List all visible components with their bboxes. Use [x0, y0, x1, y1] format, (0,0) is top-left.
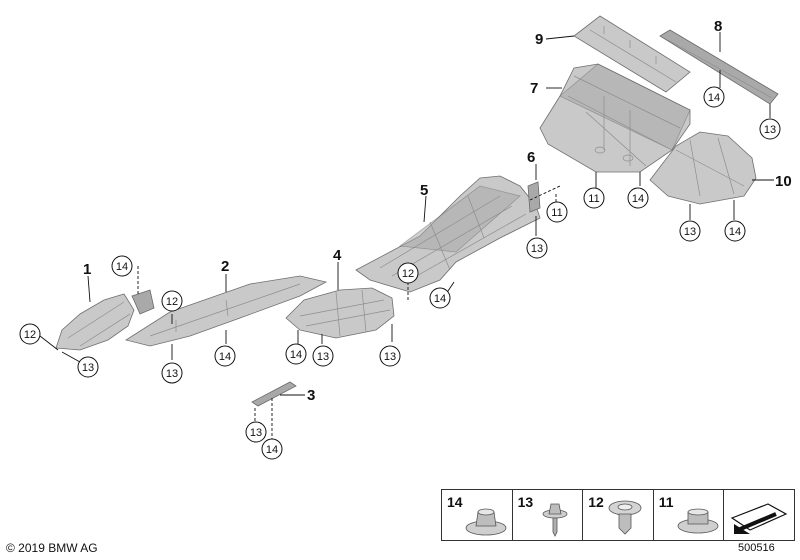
callout-14: 14 [261, 438, 283, 460]
callout-13: 13 [161, 362, 183, 384]
svg-text:14: 14 [266, 444, 278, 456]
svg-text:14: 14 [729, 226, 741, 238]
callout-14: 14 [724, 220, 746, 242]
flange-nut-icon [465, 508, 507, 536]
heat-shield-part-4 [285, 287, 395, 339]
callout-14: 14 [111, 255, 133, 277]
callout-11: 11 [583, 187, 605, 209]
svg-text:13: 13 [166, 368, 178, 380]
svg-text:13: 13 [684, 226, 696, 238]
heat-shield-part-1 [55, 289, 155, 351]
heat-shield-part-5 [355, 175, 541, 293]
heat-shield-part-10 [649, 131, 757, 205]
hex-nut-icon [677, 508, 719, 534]
callout-13: 13 [379, 345, 401, 367]
fastener-legend: 14 13 12 11 [441, 489, 795, 541]
heat-shield-part-3 [251, 381, 297, 407]
legend-number-12: 12 [588, 494, 604, 510]
legend-number-14: 14 [447, 494, 463, 510]
heat-shield-part-6 [527, 181, 541, 213]
svg-text:11: 11 [588, 193, 599, 205]
svg-text:14: 14 [290, 349, 302, 361]
part-label-5: 5 [420, 182, 428, 199]
callout-12: 12 [19, 323, 41, 345]
svg-text:13: 13 [82, 362, 94, 374]
svg-text:13: 13 [384, 351, 396, 363]
heat-shield-part-9 [573, 15, 691, 93]
copyright-text: © 2019 BMW AG [6, 541, 98, 555]
svg-text:14: 14 [708, 92, 720, 104]
callout-14: 14 [214, 345, 236, 367]
svg-text:14: 14 [434, 293, 446, 305]
svg-text:14: 14 [219, 351, 231, 363]
clip-rivet-icon [608, 500, 642, 535]
callout-13: 13 [526, 237, 548, 259]
svg-text:13: 13 [250, 427, 262, 439]
svg-text:12: 12 [402, 268, 414, 280]
part-label-3: 3 [307, 387, 315, 404]
callout-14: 14 [285, 343, 307, 365]
callout-12: 12 [161, 290, 183, 312]
svg-text:13: 13 [531, 243, 543, 255]
heat-shield-part-7 [539, 63, 691, 173]
callout-13: 13 [759, 118, 781, 140]
svg-text:14: 14 [632, 193, 644, 205]
callout-14: 14 [429, 287, 451, 309]
part-label-1: 1 [83, 261, 91, 278]
svg-text:14: 14 [116, 261, 128, 273]
svg-text:11: 11 [551, 207, 562, 219]
heat-shield-part-2 [124, 275, 328, 347]
legend-number-11: 11 [658, 494, 674, 510]
part-label-7: 7 [530, 80, 538, 97]
legend-number-13: 13 [517, 494, 534, 510]
part-label-8: 8 [714, 18, 722, 35]
legend-cell-13: 13 [513, 490, 584, 540]
svg-text:13: 13 [317, 351, 329, 363]
svg-text:12: 12 [166, 296, 178, 308]
callout-14: 14 [703, 86, 725, 108]
callout-12: 12 [397, 262, 419, 284]
direction-arrow-icon [731, 503, 788, 534]
legend-cell-11: 11 [654, 490, 725, 540]
legend-cell-arrow [724, 490, 794, 540]
callout-14: 14 [627, 187, 649, 209]
legend-cell-12: 12 [583, 490, 654, 540]
part-label-6: 6 [527, 149, 535, 166]
part-label-2: 2 [221, 258, 229, 275]
callout-13: 13 [245, 421, 267, 443]
part-label-9: 9 [535, 31, 543, 48]
callout-13: 13 [312, 345, 334, 367]
callout-13: 13 [679, 220, 701, 242]
heat-shield-part-8 [659, 29, 779, 105]
callout-13: 13 [77, 356, 99, 378]
callout-11: 11 [546, 201, 568, 223]
svg-text:13: 13 [764, 124, 776, 136]
svg-text:12: 12 [24, 329, 36, 341]
screw-icon [542, 503, 567, 537]
part-label-4: 4 [333, 247, 342, 264]
part-label-10: 10 [775, 173, 792, 190]
leader-lines [39, 32, 774, 440]
legend-cell-14: 14 [442, 490, 513, 540]
diagram-number: 500516 [738, 542, 775, 554]
